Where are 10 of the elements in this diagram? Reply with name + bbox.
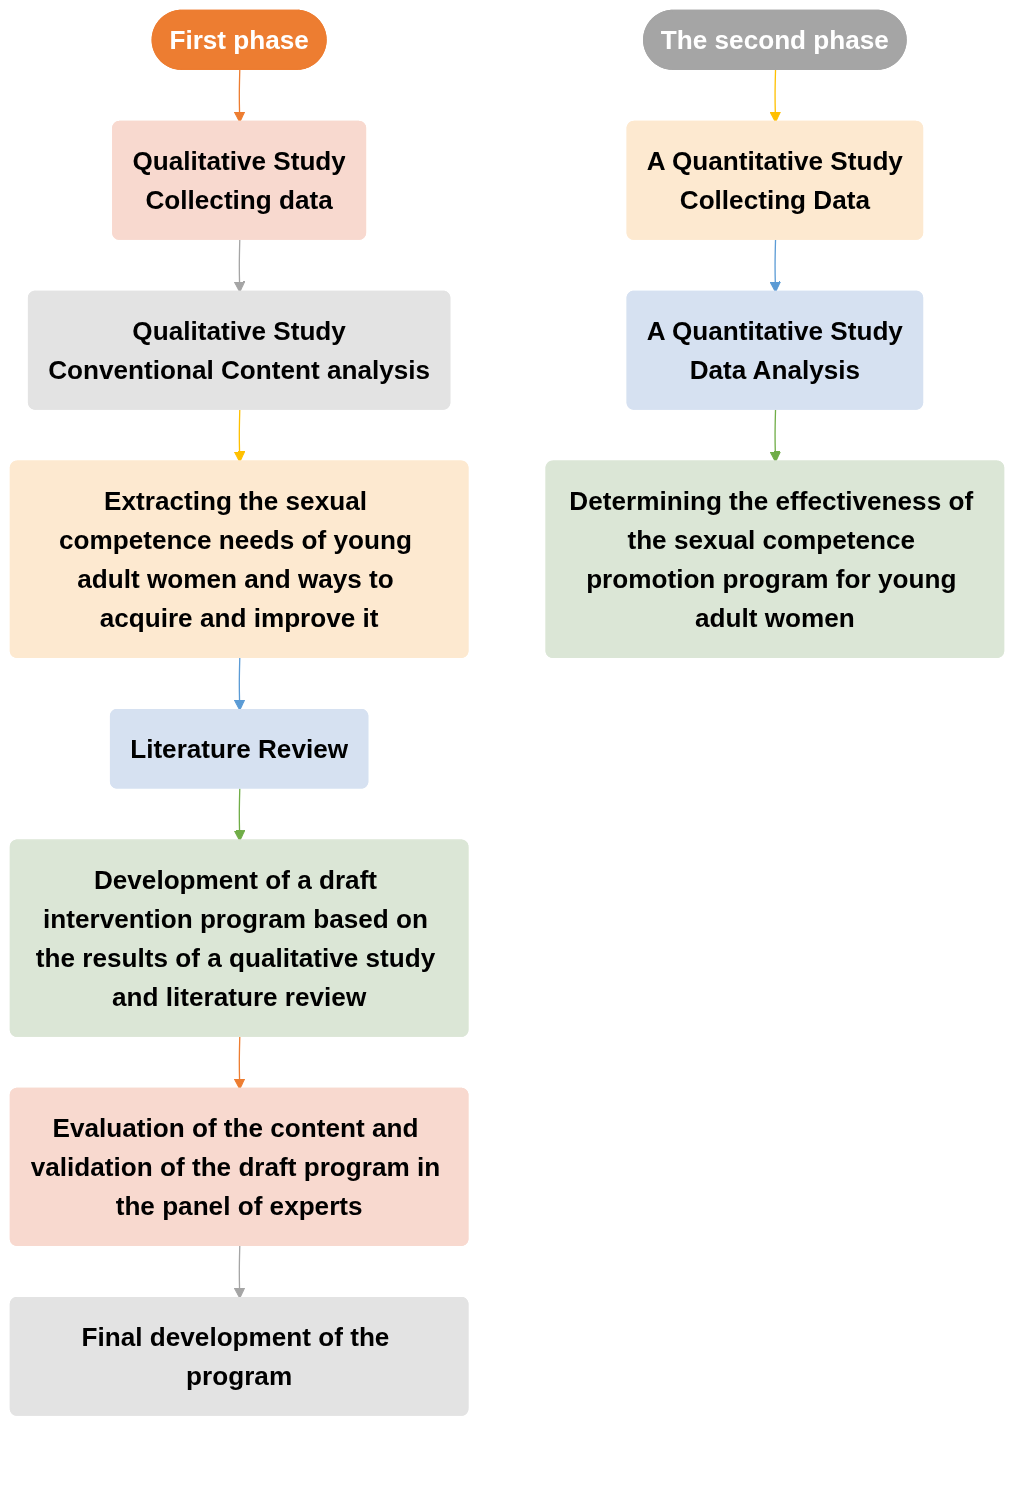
arrow (233, 657, 246, 711)
arrow (233, 1245, 246, 1299)
arrow (769, 69, 781, 123)
arrow (233, 69, 246, 123)
arrow (233, 409, 246, 463)
arrow (233, 239, 246, 293)
arrow (233, 1036, 246, 1090)
arrow (769, 239, 781, 293)
arrow (769, 409, 781, 463)
arrow (233, 787, 246, 842)
